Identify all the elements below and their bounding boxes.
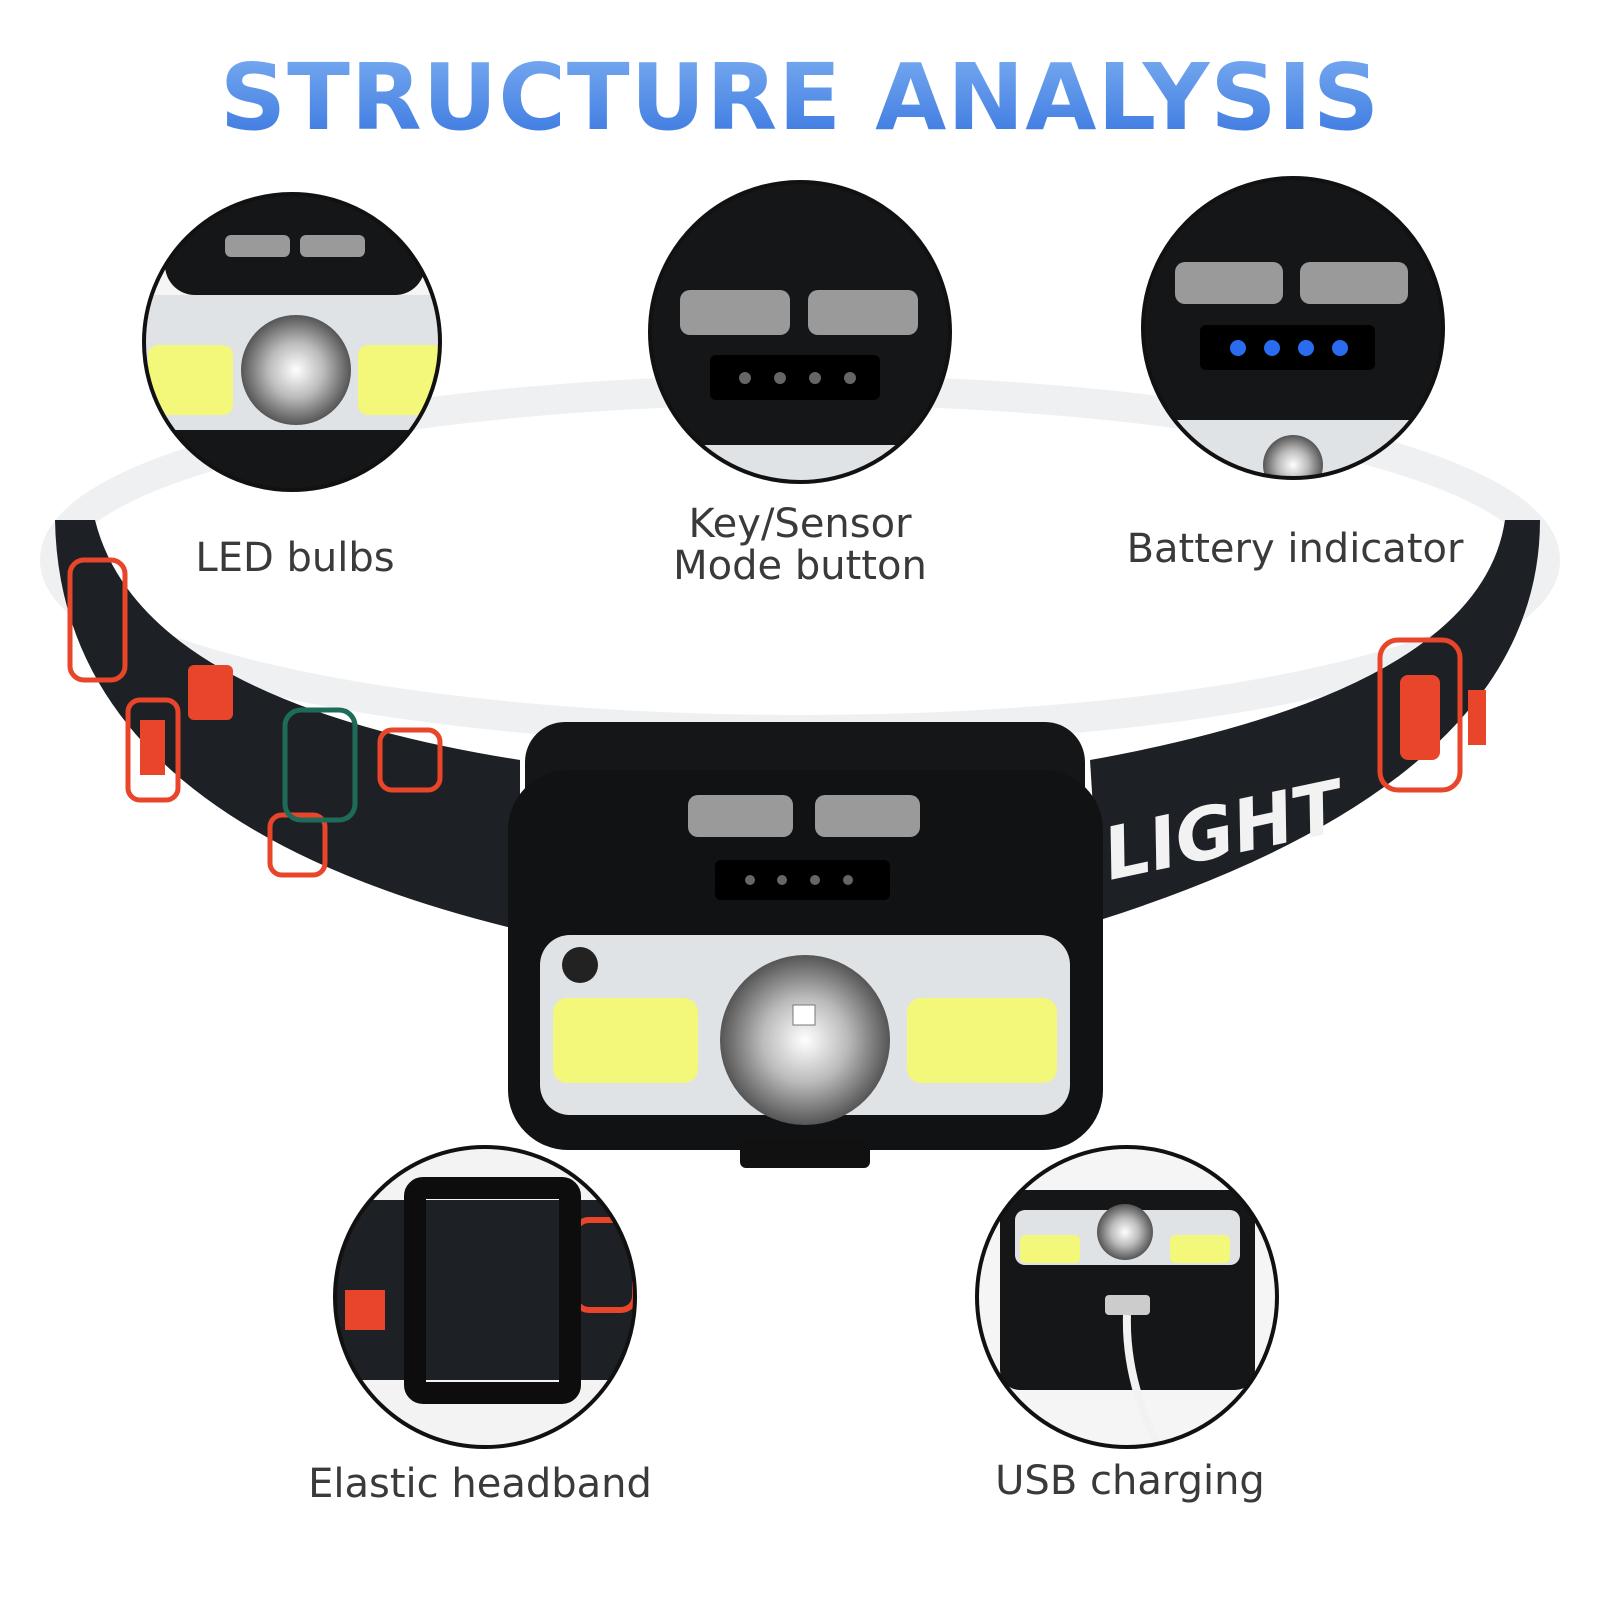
headlamp (508, 722, 1103, 1168)
battery-led-dots (1230, 340, 1348, 356)
callout-usb-charging-image (977, 1147, 1277, 1447)
page-title: STRUCTURE ANALYSIS (0, 52, 1600, 144)
callout-elastic-headband-image (335, 1147, 635, 1447)
label-key-sensor: Key/Sensor Mode button (650, 503, 950, 587)
callout-key-sensor-image (650, 182, 950, 482)
label-key-sensor-line2: Mode button (673, 543, 927, 589)
label-usb-charging: USB charging (995, 1458, 1265, 1504)
label-led-bulbs: LED bulbs (195, 535, 395, 581)
label-battery-indicator: Battery indicator (1126, 526, 1464, 572)
label-elastic-headband: Elastic headband (308, 1461, 652, 1507)
label-key-sensor-line1: Key/Sensor (688, 501, 912, 547)
